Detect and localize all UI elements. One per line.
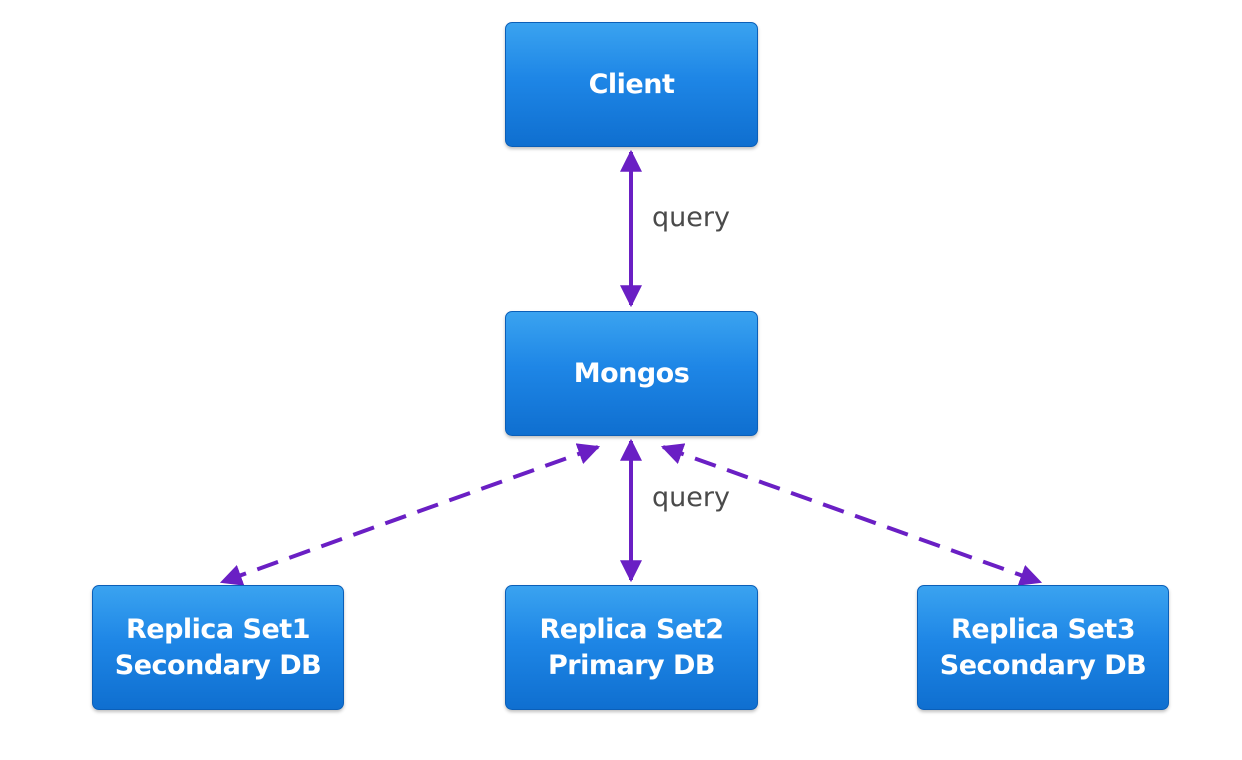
edge-label-mongos-rs2: query (652, 482, 730, 513)
edge-label-client-mongos: query (652, 202, 730, 233)
node-replica-set1: Replica Set1 Secondary DB (92, 585, 344, 710)
node-client: Client (505, 22, 758, 147)
node-replica-set3-line1: Replica Set3 (950, 613, 1136, 645)
node-replica-set3-line2: Secondary DB (939, 649, 1147, 681)
node-replica-set1-line2: Secondary DB (114, 649, 322, 681)
edge-mongos-rs1 (219, 443, 601, 586)
node-mongos-label: Mongos (573, 357, 690, 389)
node-replica-set2-line2: Primary DB (547, 649, 716, 681)
node-mongos: Mongos (505, 311, 758, 436)
node-replica-set1-line1: Replica Set1 (125, 613, 311, 645)
node-replica-set2-line1: Replica Set2 (539, 613, 724, 645)
node-replica-set2: Replica Set2 Primary DB (505, 585, 758, 710)
edge-mongos-rs3 (660, 443, 1043, 586)
node-replica-set3: Replica Set3 Secondary DB (917, 585, 1169, 710)
node-client-label: Client (588, 68, 675, 100)
